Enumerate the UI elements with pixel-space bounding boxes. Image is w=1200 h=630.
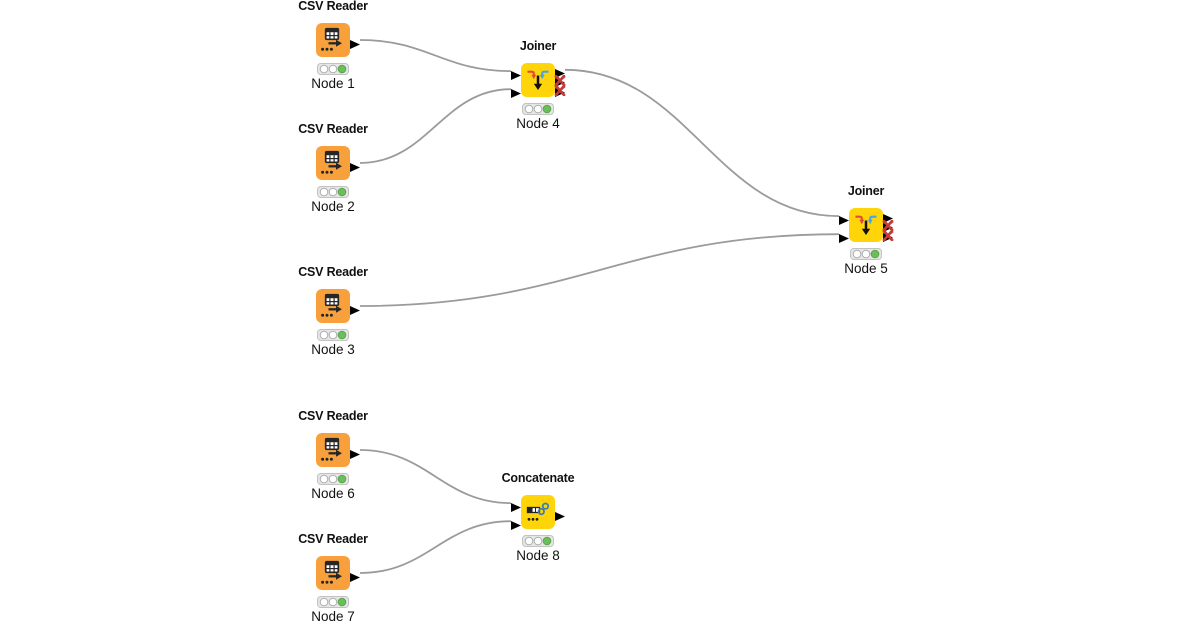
output-port[interactable]: [883, 210, 893, 224]
node-type-label: Joiner: [847, 184, 885, 198]
workflow-node[interactable]: CSV Reader Node 1: [266, 0, 400, 95]
node-type-label: CSV Reader: [298, 409, 368, 423]
output-port[interactable]: [350, 36, 360, 49]
node-name-label: Node 2: [311, 199, 355, 214]
input-port[interactable]: [839, 212, 849, 225]
csv-reader-icon[interactable]: [316, 23, 350, 57]
workflow-node[interactable]: CSV Reader Node 6: [266, 409, 400, 505]
node-type-label: Concatenate: [501, 471, 575, 485]
node-type-label: CSV Reader: [298, 0, 368, 13]
workflow-node[interactable]: Concatenate Node 8: [471, 471, 605, 567]
node-status-traffic-light: [522, 535, 554, 547]
connection-line[interactable]: [359, 88, 512, 164]
inactive-port-x-icon: [554, 83, 566, 97]
joiner-icon[interactable]: [521, 63, 555, 97]
node-name-label: Node 3: [311, 342, 355, 357]
node-type-label: CSV Reader: [298, 532, 368, 546]
input-port[interactable]: [511, 517, 521, 530]
node-status-traffic-light: [317, 329, 349, 341]
inactive-port-x-icon: [554, 73, 566, 87]
node-name-label: Node 1: [311, 76, 355, 91]
connection-line[interactable]: [359, 233, 840, 307]
concatenate-icon[interactable]: [521, 495, 555, 529]
input-port[interactable]: [839, 230, 849, 243]
workflow-node[interactable]: Joiner Node 5: [799, 184, 933, 280]
node-status-traffic-light: [317, 596, 349, 608]
node-status-traffic-light: [522, 103, 554, 115]
node-type-label: CSV Reader: [298, 122, 368, 136]
csv-reader-icon[interactable]: [316, 289, 350, 323]
connection-line[interactable]: [359, 449, 512, 505]
node-name-label: Node 7: [311, 609, 355, 624]
node-status-traffic-light: [317, 473, 349, 485]
node-name-label: Node 4: [516, 116, 560, 131]
inactive-port-x-icon: [882, 228, 894, 242]
node-name-label: Node 8: [516, 548, 560, 563]
input-port[interactable]: [511, 499, 521, 512]
node-name-label: Node 6: [311, 486, 355, 501]
node-type-label: Joiner: [519, 39, 557, 53]
node-status-traffic-light: [850, 248, 882, 260]
connection-line[interactable]: [564, 68, 840, 218]
connection-line[interactable]: [359, 520, 512, 574]
csv-reader-icon[interactable]: [316, 556, 350, 590]
workflow-node[interactable]: CSV Reader Node 2: [266, 122, 400, 218]
input-port[interactable]: [511, 67, 521, 80]
output-port[interactable]: [350, 159, 360, 172]
input-port[interactable]: [511, 85, 521, 98]
workflow-node[interactable]: CSV Reader Node 7: [266, 532, 400, 628]
output-port[interactable]: [555, 65, 565, 79]
csv-reader-icon[interactable]: [316, 146, 350, 180]
joiner-icon[interactable]: [849, 208, 883, 242]
node-status-traffic-light: [317, 186, 349, 198]
node-name-label: Node 5: [844, 261, 888, 276]
workflow-node[interactable]: CSV Reader Node 3: [266, 265, 400, 361]
output-port[interactable]: [350, 446, 360, 459]
node-status-traffic-light: [317, 63, 349, 75]
output-port[interactable]: [350, 569, 360, 582]
workflow-node[interactable]: Joiner Node 4: [471, 39, 605, 135]
output-port[interactable]: [350, 302, 360, 315]
connection-line[interactable]: [359, 39, 512, 73]
node-type-label: CSV Reader: [298, 265, 368, 279]
output-port[interactable]: [555, 508, 565, 521]
inactive-port-x-icon: [882, 218, 894, 232]
csv-reader-icon[interactable]: [316, 433, 350, 467]
